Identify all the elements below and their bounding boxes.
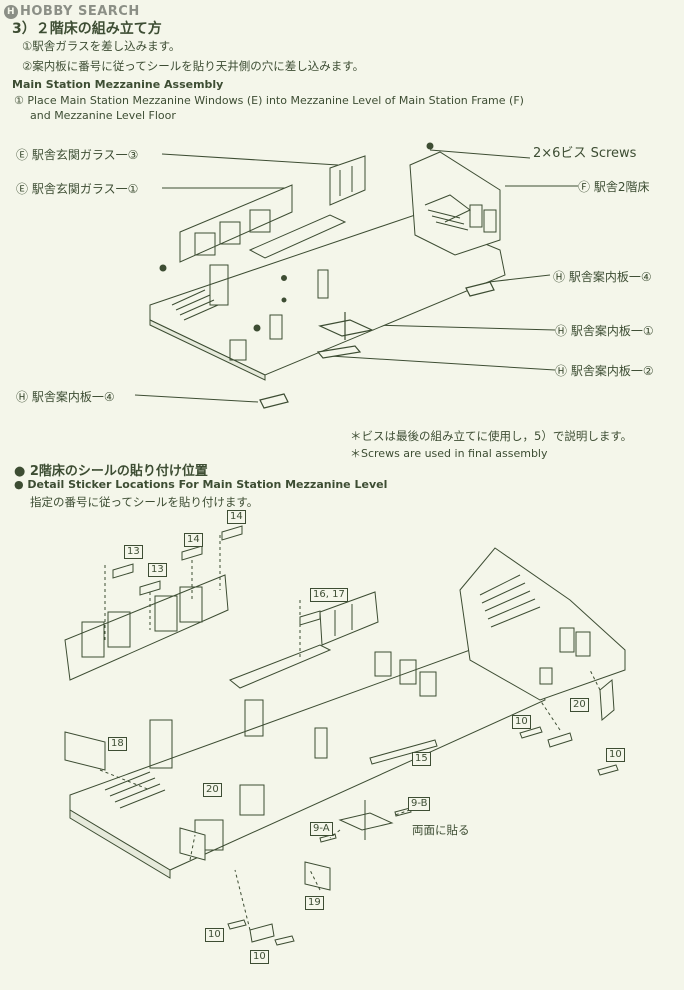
screw-note-en: ＊Screws are used in final assembly [350, 447, 548, 460]
screw-note-jp: ＊ビスは最後の組み立てに使用し，5）で説明します。 [350, 429, 633, 443]
part-label-glass-3: Ⓔ 駅舎玄関ガラス一③ [16, 148, 139, 162]
sticker-number-14a: 14 [227, 510, 246, 524]
both-sides-note: 両面に貼る [412, 823, 470, 837]
en-section-title: Main Station Mezzanine Assembly [12, 78, 224, 91]
sticker-number-20b: 20 [570, 698, 589, 712]
en-instruction-line-2: and Mezzanine Level Floor [30, 109, 176, 122]
sticker-number-19: 19 [305, 896, 324, 910]
sticker-number-9a: 9-A [310, 822, 333, 836]
sticker-number-13b: 13 [148, 563, 167, 577]
part-label-sign-2: Ⓗ 駅舎案内板一② [555, 364, 654, 378]
sticker-number-10b: 10 [606, 748, 625, 762]
part-label-screws: 2×6ビス Screws [533, 146, 637, 161]
sticker-number-20a: 20 [203, 783, 222, 797]
sticker-number-10a: 10 [512, 715, 531, 729]
sticker-number-10d: 10 [250, 950, 269, 964]
sticker-section-en-title: ● Detail Sticker Locations For Main Stat… [14, 478, 388, 491]
en-instruction-line-1: ① Place Main Station Mezzanine Windows (… [14, 94, 524, 107]
hobby-search-logo-icon: H [4, 4, 18, 19]
sticker-number-14b: 14 [184, 533, 203, 547]
part-label-floor-2: Ⓕ 駅舎2階床 [578, 180, 650, 194]
part-label-sign-4b: Ⓗ 駅舎案内板一④ [16, 390, 115, 404]
sticker-section-title: ● 2階床のシールの貼り付け位置 [14, 464, 208, 479]
sticker-number-18: 18 [108, 737, 127, 751]
step-title: 3）２階床の組み立て方 [12, 21, 162, 37]
part-label-glass-1: Ⓔ 駅舎玄関ガラス一① [16, 182, 139, 196]
sticker-number-15: 15 [412, 752, 431, 766]
part-label-sign-4a: Ⓗ 駅舎案内板一④ [553, 270, 652, 284]
sticker-number-9b: 9-B [408, 797, 431, 811]
sticker-number-16-17: 16, 17 [310, 588, 348, 602]
sticker-number-10c: 10 [205, 928, 224, 942]
instruction-2: ②案内板に番号に従ってシールを貼り天井側の穴に差し込みます。 [22, 59, 365, 73]
part-label-sign-1: Ⓗ 駅舎案内板一① [555, 324, 654, 338]
sticker-number-13a: 13 [124, 545, 143, 559]
instruction-1: ①駅舎ガラスを差し込みます。 [22, 39, 181, 53]
sticker-instruction: 指定の番号に従ってシールを貼り付けます。 [30, 495, 259, 509]
